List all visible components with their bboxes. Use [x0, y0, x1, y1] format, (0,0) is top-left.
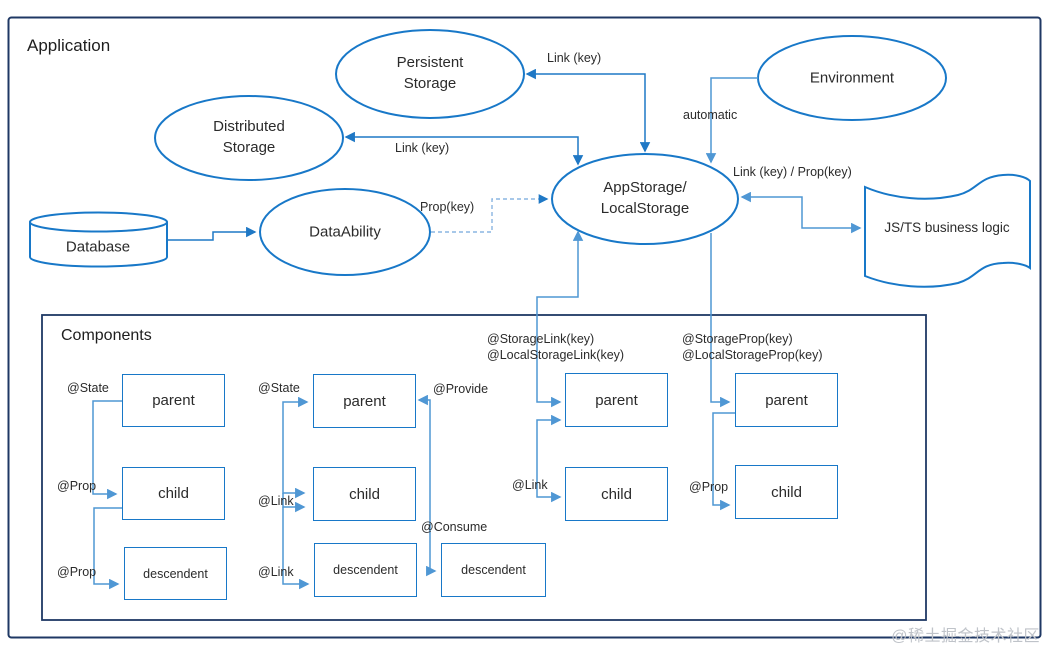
col2-parent-box: parent: [313, 374, 416, 428]
col2-state-label: @State: [258, 381, 300, 395]
storageprop-header: @StorageProp(key) @LocalStorageProp(key): [682, 332, 823, 362]
edge-provide-consume: [417, 394, 437, 577]
edge-environment-appstorage: [705, 77, 758, 164]
edge-persistent-appstorage: [525, 68, 651, 153]
edge-dataability-appstorage-dashed: [431, 194, 549, 233]
appstorage-ellipse: [551, 153, 739, 245]
col1-parent-box: parent: [122, 374, 225, 427]
col3-parent-box: parent: [565, 373, 668, 427]
col3-link-label: @Link: [512, 478, 548, 492]
col1-prop-label-1: @Prop: [57, 479, 97, 493]
edge-col1-state-prop: [92, 400, 122, 500]
edge-col2-link-descendent: [282, 507, 310, 590]
edge-col3-link: [536, 414, 562, 503]
edge-database-dataability: [167, 226, 257, 241]
watermark: @稀土掘金技术社区: [891, 628, 1040, 645]
persistent-link-label: Link (key): [547, 51, 602, 65]
distributed-link-label: Link (key): [395, 141, 450, 155]
col2-link-label-2: @Link: [258, 565, 294, 579]
col3-child-box: child: [565, 467, 668, 521]
col1-child-box: child: [122, 467, 225, 520]
edge-distributed-appstorage: [344, 131, 584, 166]
edge-col2-state-link: [282, 396, 309, 499]
col2-link-label-1: @Link: [258, 494, 294, 508]
col2-child-box: child: [313, 467, 416, 521]
edge-appstorage-businesslogic: [740, 191, 862, 234]
distributed-storage-label: Distributed Storage: [213, 118, 285, 156]
automatic-label: automatic: [683, 108, 738, 122]
business-logic-label: JS/TS business logic: [884, 219, 1010, 235]
edge-storagelink: [536, 230, 584, 408]
database-label: Database: [65, 238, 131, 256]
business-logic-shape: [864, 173, 1031, 288]
col4-child-box: child: [735, 465, 838, 519]
persistent-storage-label: Persistent Storage: [396, 54, 464, 92]
appstorage-label: AppStorage/ LocalStorage: [600, 179, 690, 217]
components-title: Components: [61, 327, 152, 344]
col4-parent-box: parent: [735, 373, 838, 427]
col1-prop-label-2: @Prop: [57, 565, 97, 579]
edge-col1-prop-descendent: [93, 507, 122, 590]
persistent-storage-ellipse: [335, 29, 525, 119]
edge-col4-prop: [712, 412, 735, 511]
prop-key-label: Prop(key): [420, 200, 475, 214]
application-title: Application: [27, 36, 111, 55]
col4-prop-label: @Prop: [689, 480, 729, 494]
link-prop-key-label: Link (key) / Prop(key): [733, 165, 852, 179]
provide-label: @Provide: [433, 382, 489, 396]
database-cylinder: [29, 211, 168, 268]
distributed-storage-ellipse: [154, 95, 344, 181]
col2-descendent-box: descendent: [314, 543, 417, 597]
consume-label: @Consume: [421, 520, 488, 534]
edge-storageprop: [710, 233, 731, 408]
col1-state-label: @State: [67, 381, 109, 395]
col1-descendent-box: descendent: [124, 547, 227, 600]
storagelink-header: @StorageLink(key) @LocalStorageLink(key): [487, 332, 625, 362]
dataability-ellipse: [259, 188, 431, 276]
dataability-label: DataAbility: [309, 223, 381, 241]
consume-descendent-box: descendent: [441, 543, 546, 597]
environment-label: Environment: [809, 69, 895, 87]
